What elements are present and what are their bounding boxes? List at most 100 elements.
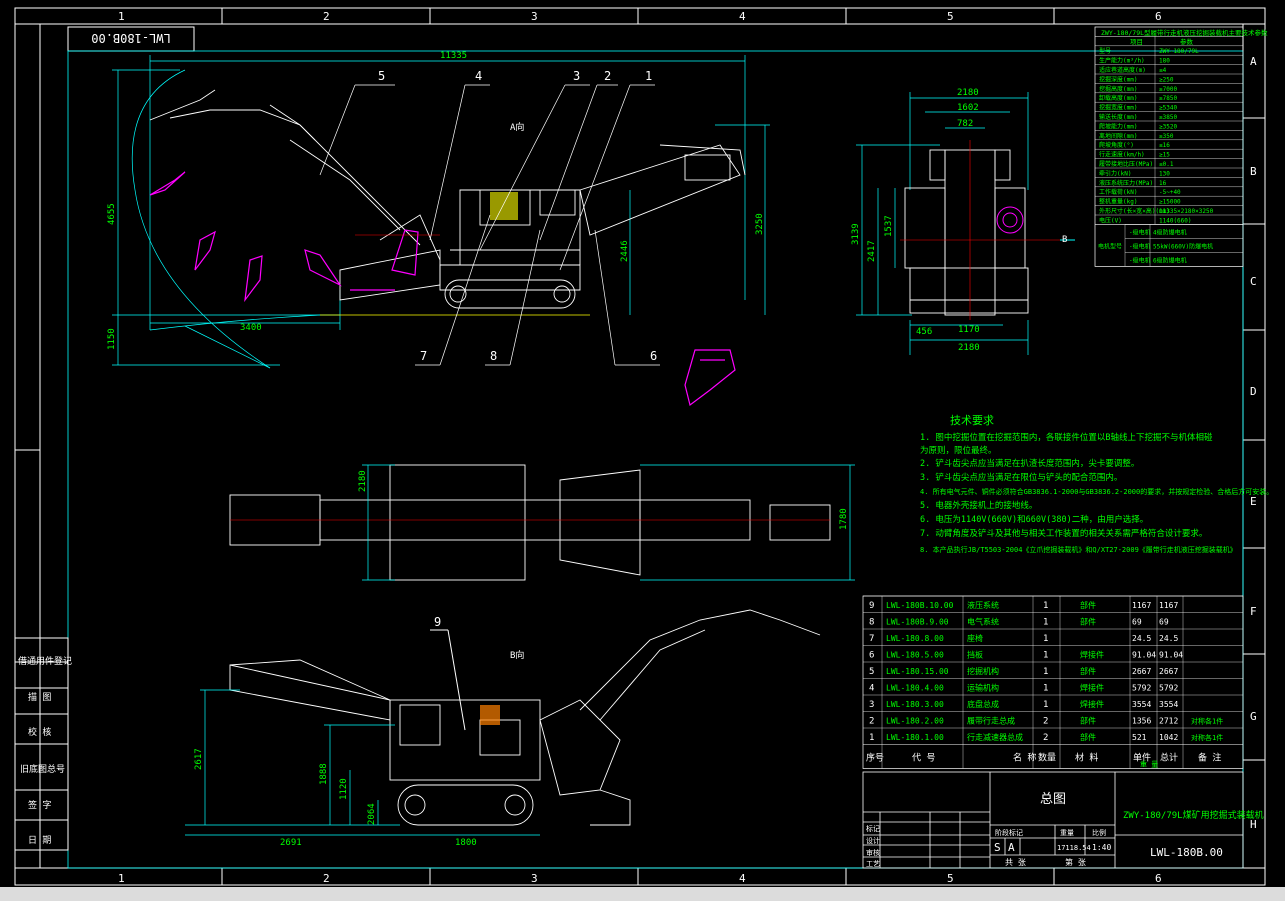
spec-header: 参数: [1180, 37, 1194, 46]
row-label: E: [1250, 495, 1257, 508]
col-label: 3: [531, 872, 538, 885]
bom-cell: LWL-180.5.00: [886, 651, 944, 660]
bom-cell: 部件: [1080, 600, 1096, 610]
bom-cell: 1: [1043, 651, 1048, 661]
row-label: D: [1250, 385, 1257, 398]
bom-header: 名 称: [1013, 752, 1036, 764]
spec-value: ≥350: [1159, 133, 1174, 140]
tech-line: 1. 图中挖掘位置在挖掘范围内，各联接件位置以B轴线上下挖掘不与机体相碰: [920, 432, 1213, 443]
dim-text: 4655: [107, 203, 117, 225]
side-stamp-table: [14, 637, 69, 851]
spec-param: 型号: [1099, 47, 1111, 55]
bom-cell: 2667: [1132, 667, 1151, 676]
callout-number: 7: [420, 349, 427, 363]
rear-side-view: 2617 1888 1120 2064 2691 1800 9 B向: [185, 609, 821, 848]
title-scale: 1:40: [1092, 843, 1111, 852]
bom-header: 数量: [1038, 752, 1056, 764]
bom-cell: 1: [1043, 700, 1048, 710]
stage-mark: S: [994, 841, 1001, 854]
bom-cell: 3554: [1159, 700, 1178, 709]
bom-cell: 24.5: [1159, 634, 1178, 643]
spec-param: 挖掘高度(mm): [1099, 85, 1137, 93]
spec-value: ≥15: [1159, 152, 1170, 159]
callout-number: 3: [573, 69, 580, 83]
sheet-header: 阶段标记: [995, 828, 1023, 837]
bom-header: 单件: [1133, 752, 1151, 764]
col-label: 6: [1155, 872, 1162, 885]
tech-line: 7. 动臂角度及铲斗及其他与相关工作装置的相关关系需严格符合设计要求。: [920, 528, 1207, 539]
bom-header: 备 注: [1198, 752, 1221, 764]
tech-line: 8. 本产品执行JB/T5503-2004《立爪挖掘装载机》和Q/XT27-20…: [920, 545, 1237, 554]
bom-cell: 履带行走总成: [967, 716, 1015, 726]
dim-text: 782: [957, 119, 973, 129]
bom-cell: 2712: [1159, 717, 1178, 726]
bom-cell: LWL-180.4.00: [886, 684, 944, 693]
col-label: 4: [739, 10, 746, 23]
dim-text: 1780: [839, 508, 849, 530]
dim-text: 2617: [194, 748, 204, 770]
bom-cell: 2: [1043, 733, 1048, 743]
section-label: B: [1062, 235, 1067, 245]
motor-spec: 55kW(660V)防爆电机: [1153, 242, 1213, 250]
stage-mark: A: [1008, 841, 1015, 854]
row-label: A: [1250, 55, 1257, 68]
spec-table-frame: [1094, 26, 1244, 267]
spec-value: ≥7000: [1159, 86, 1177, 93]
bom-cell: 1: [869, 733, 874, 743]
bom-cell: 1356: [1132, 717, 1151, 726]
spec-value: ≥250: [1159, 76, 1174, 83]
dim-text: 1602: [957, 103, 979, 113]
spec-param: 生产能力(m³/h): [1099, 57, 1145, 65]
drawing-number-stamp: LWL-180B.00: [91, 31, 170, 45]
row-label: C: [1250, 275, 1257, 288]
bom-cell: 焊接件: [1080, 699, 1104, 709]
side-stamp: 日 期: [28, 835, 51, 846]
bom-cell: 2667: [1159, 667, 1178, 676]
motor-spec: 4级防爆电机: [1153, 228, 1187, 236]
col-label: 1: [118, 872, 125, 885]
tech-line: 3. 铲斗齿尖点应当满足在限位与铲头的配合范围内。: [920, 472, 1122, 483]
col-label: 5: [947, 872, 954, 885]
bom-cell: 底盘总成: [967, 699, 999, 709]
callout-number: 2: [604, 69, 611, 83]
bom-cell: 9: [869, 601, 874, 611]
dim-text: 3139: [851, 223, 861, 245]
bom-cell: 2: [1043, 717, 1048, 727]
bom-cell: 电气系统: [967, 617, 999, 627]
side-view: 11335 4655 3250 2446 1150 3400: [107, 51, 770, 407]
col-label: 2: [323, 872, 330, 885]
spec-value: 11335×2180×3250: [1159, 208, 1214, 215]
title-product: ZWY-180/79L煤矿用挖掘式装载机: [1123, 809, 1264, 821]
row-label: B: [1250, 165, 1257, 178]
side-stamp: 签 字: [28, 799, 51, 811]
bom-cell: 对称各1件: [1191, 733, 1223, 742]
side-stamp: 旧底图总号: [20, 763, 65, 775]
bom-cell: 5792: [1159, 684, 1178, 693]
dim-text: 2417: [867, 240, 877, 262]
bom-cell: 挡板: [967, 650, 983, 660]
spec-value: ≥3850: [1159, 114, 1177, 121]
callout-number: 1: [645, 69, 652, 83]
dim-text: 2180: [958, 343, 980, 353]
bom-cell: 2: [869, 717, 874, 727]
callout-number: 5: [378, 69, 385, 83]
bom-cell: 部件: [1080, 666, 1096, 676]
title-code: LWL-180B.00: [1150, 846, 1223, 859]
col-label: 5: [947, 10, 954, 23]
col-label: 1: [118, 10, 125, 23]
bom-cell: 焊接件: [1080, 650, 1104, 660]
bom-cell: 4: [869, 684, 874, 694]
bom-header: 材 料: [1075, 752, 1098, 764]
dim-text: 2691: [280, 838, 302, 848]
bom-header: 重 量: [1140, 761, 1158, 769]
spec-value: ≥7850: [1159, 95, 1177, 102]
bom-cell: 1: [1043, 667, 1048, 677]
spec-value: ZWY-180/79L: [1159, 48, 1199, 55]
spec-value: ≥3520: [1159, 123, 1177, 130]
bom-cell: 部件: [1080, 617, 1096, 627]
spec-param: 爬坡角度(°): [1099, 141, 1134, 149]
bom-cell: 1042: [1159, 733, 1178, 742]
